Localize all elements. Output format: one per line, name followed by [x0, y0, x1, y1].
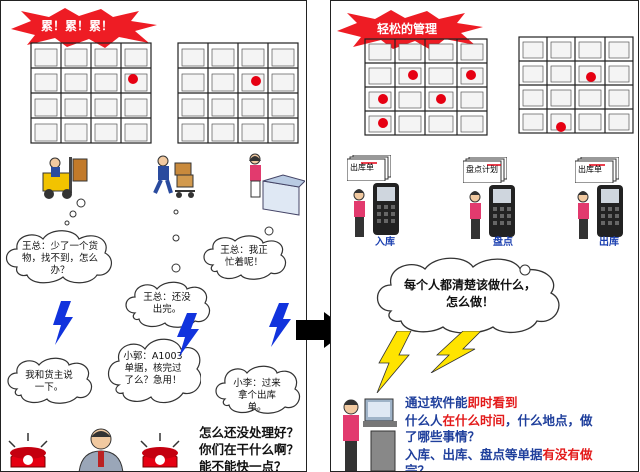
worker-with-scanner-icon: [469, 185, 515, 239]
thought-dots: [64, 198, 86, 226]
notice-line-3: 了哪些事情？: [405, 429, 481, 444]
thought-bubble-1: 王总：少了一个货物，找不到，怎么办？: [3, 227, 115, 285]
ringing-phone-icon: [8, 433, 48, 468]
forklift-worker-icon: [42, 157, 88, 199]
burst-label: 轻松的管理: [377, 22, 438, 36]
shelf-rack-2: [518, 36, 634, 134]
shelf-rack-2: [177, 42, 299, 144]
notice-line-5: 完？: [405, 463, 431, 472]
lightning-icon: [269, 303, 291, 347]
cloud-message: 每个人都清楚该做什么，怎么做！: [403, 278, 536, 309]
question-line-3: 能不能快一点？: [199, 459, 287, 472]
document-stack-icon: 出库单: [347, 155, 391, 181]
notice-line-2: 什么人在什么时间，什么地点，做: [405, 413, 593, 428]
stressed-boss-icon: [78, 428, 124, 471]
notice-line-4: 入库、出库、盘点等单据有没有做: [405, 447, 593, 462]
thought-bubble-3: 王总：我正忙着呢！: [201, 233, 287, 281]
document-stack-icon: 出库单: [575, 157, 619, 183]
document-stack-icon: 盘点计划: [463, 157, 507, 183]
thought-bubble-6: 小李：过来拿个出库单。: [213, 363, 301, 415]
thought-dots: [171, 209, 181, 273]
burst-label: 累！累！累！: [41, 19, 114, 33]
thought-dots: [264, 226, 274, 236]
small-thought-icon: [519, 264, 531, 276]
lightning-icon: [177, 313, 199, 357]
right-panel-after: 轻松的管理: [330, 0, 639, 472]
shelf-rack-1: [30, 42, 152, 144]
lightning-icon: [430, 331, 482, 373]
clerk-with-machine-icon: [249, 153, 305, 216]
question-line-2: 你们在干什么啊？: [199, 442, 300, 457]
ringing-phone-icon: [140, 433, 180, 468]
lightning-icon: [376, 331, 412, 393]
thought-bubble-4: 我和货主说一下。: [5, 355, 93, 405]
notice-line-1: 通过软件能即时看到: [405, 395, 518, 410]
question-line-1: 怎么还没处理好？: [199, 425, 300, 440]
computer-operator-icon: [343, 398, 397, 471]
shared-understanding-cloud: 每个人都清楚该做什么，怎么做！: [371, 255, 567, 335]
worker-with-scanner-icon: [577, 185, 623, 239]
worker-with-scanner-icon: [353, 183, 399, 237]
cart-worker-icon: [153, 155, 195, 198]
left-panel-before: 累！累！累！: [0, 0, 307, 472]
thought-bubble-5: 小郭：A1003单据，核完过了么？急用！: [105, 335, 201, 407]
red-burst-icon: [337, 10, 483, 50]
shelf-rack-1: [364, 38, 488, 136]
red-burst-icon: [11, 8, 157, 48]
lightning-icon: [53, 301, 73, 345]
